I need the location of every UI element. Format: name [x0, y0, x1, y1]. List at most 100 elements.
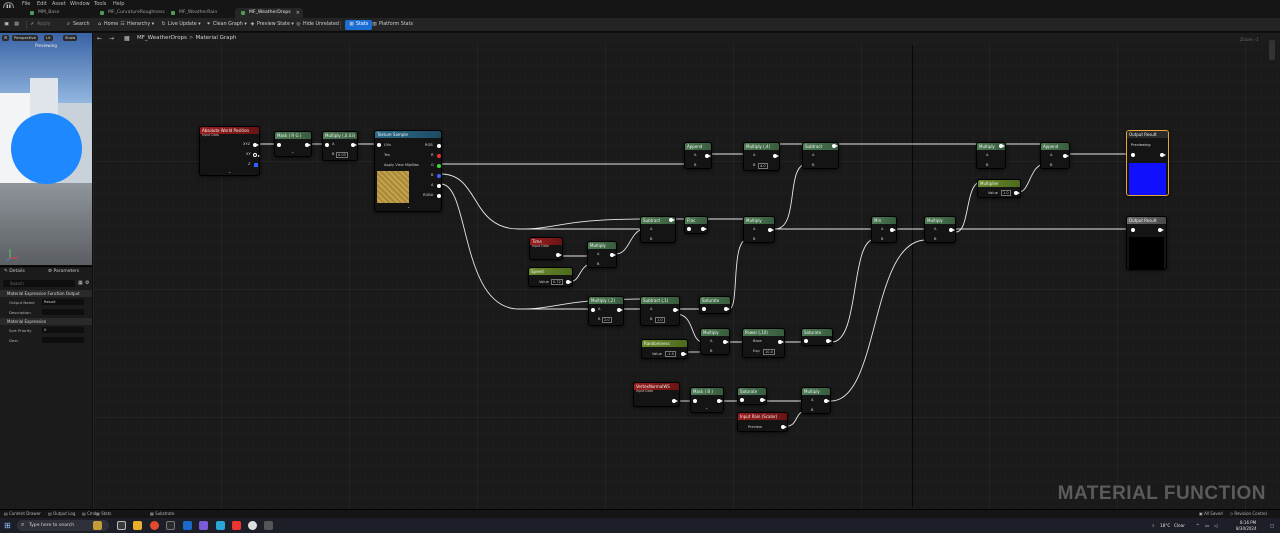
node-input-rain-scalar[interactable]: Input Rain (Scalar) Preview: [737, 412, 788, 432]
expand-chevron-icon[interactable]: ⌄: [228, 169, 232, 174]
grid-view-icon[interactable]: ▦: [78, 280, 83, 286]
node-time[interactable]: Time Input Data: [529, 237, 563, 260]
output-pin[interactable]: [1014, 191, 1020, 195]
browser-icon[interactable]: [150, 521, 159, 530]
app-icon[interactable]: [264, 521, 273, 530]
output-pin[interactable]: [610, 253, 616, 257]
output-pin[interactable]: [681, 352, 687, 356]
input-pin[interactable]: [591, 308, 595, 312]
weather-icon[interactable]: ☾: [1152, 523, 1156, 528]
output-pin[interactable]: [768, 228, 774, 232]
lit-button[interactable]: Lit: [44, 35, 53, 41]
tray-chevron-icon[interactable]: ^: [1196, 523, 1200, 528]
apply-button[interactable]: ✓Apply: [30, 20, 50, 30]
output-pin[interactable]: [1158, 228, 1164, 232]
input-pin[interactable]: [804, 339, 808, 343]
steam-icon[interactable]: [183, 521, 192, 530]
output-pin[interactable]: [705, 154, 711, 158]
output-pin[interactable]: [773, 154, 779, 158]
search-button[interactable]: ⌕Search: [66, 20, 89, 30]
node-mask-b[interactable]: Mask ( B ) ⌄: [690, 387, 724, 413]
hide-unrelated-button[interactable]: ◎Hide Unrelated: [296, 20, 339, 30]
output-pin[interactable]: [437, 164, 441, 168]
cmd-button[interactable]: ▤ Cmd: [82, 511, 96, 516]
input-pin[interactable]: [1131, 153, 1135, 157]
tab-parameters[interactable]: ⚙ Parameters: [48, 268, 79, 276]
content-drawer-button[interactable]: ▤ Content Drawer: [4, 511, 41, 516]
value-field[interactable]: 1.0: [1001, 190, 1011, 196]
node-multiply-t[interactable]: Multiply A B: [587, 241, 617, 268]
output-pin[interactable]: [781, 425, 787, 429]
node-subtract-2[interactable]: Subtract A B: [640, 216, 676, 243]
substrate-tab[interactable]: ▦ Substrate: [150, 511, 174, 516]
output-pin[interactable]: [701, 227, 707, 231]
breadcrumb-root[interactable]: MF_WeatherDrops: [137, 35, 187, 41]
node-multiply-right[interactable]: Multiply A B: [976, 142, 1006, 169]
revision-control-button[interactable]: ◇ Revision Control: [1230, 511, 1267, 516]
b-value-field[interactable]: 1.0: [655, 317, 665, 323]
output-pin[interactable]: [253, 153, 260, 157]
hierarchy-button[interactable]: ☷Hierarchy ▾: [120, 20, 154, 30]
node-saturate-3[interactable]: Saturate: [737, 387, 767, 405]
description-field[interactable]: [42, 309, 84, 315]
b-value-field[interactable]: 0.03: [336, 152, 348, 158]
input-pin[interactable]: [702, 307, 706, 311]
node-param-speed[interactable]: Speed Value 0.72: [528, 267, 573, 287]
input-pin[interactable]: [1131, 228, 1135, 232]
editor-app-icon[interactable]: [216, 521, 225, 530]
app-icon[interactable]: [199, 521, 208, 530]
back-arrow-icon[interactable]: ←: [97, 35, 103, 42]
browse-button[interactable]: ▤: [14, 20, 21, 30]
node-texture-sample[interactable]: Texture Sample UVs Tex Apply View MipBia…: [374, 130, 442, 212]
output-pin[interactable]: [824, 399, 830, 403]
output-pin[interactable]: [717, 399, 723, 403]
save-button[interactable]: ▣: [4, 20, 11, 30]
taskbar-search-input[interactable]: Type here to search: [17, 520, 109, 531]
output-pin[interactable]: [556, 253, 562, 257]
node-multiply-f[interactable]: Multiply A B: [924, 216, 956, 243]
output-pin[interactable]: [566, 280, 572, 284]
output-pin[interactable]: [253, 143, 259, 147]
output-pin[interactable]: [437, 184, 441, 188]
input-pin[interactable]: [277, 143, 281, 147]
show-button[interactable]: Show: [63, 35, 78, 41]
output-pin[interactable]: [778, 340, 784, 344]
menu-window[interactable]: Window: [70, 1, 90, 7]
taskbar-time[interactable]: 8:16 PM: [1240, 520, 1257, 525]
volume-icon[interactable]: ◁: [1214, 523, 1218, 528]
desc-field[interactable]: [42, 337, 84, 343]
taskbar-date[interactable]: 8/30/2024: [1236, 526, 1257, 531]
node-multiply-m[interactable]: Multiply A B: [743, 216, 775, 243]
tab-mm-base[interactable]: MM_Base: [24, 8, 90, 18]
notification-icon[interactable]: ▢: [1270, 523, 1274, 528]
expand-chevron-icon[interactable]: ⌄: [291, 149, 295, 154]
viewport-menu-button[interactable]: ☰: [2, 35, 10, 41]
input-pin[interactable]: [325, 143, 329, 147]
home-button[interactable]: ⌂Home: [97, 20, 118, 30]
weather-temp[interactable]: 18°C: [1160, 523, 1171, 528]
output-pin[interactable]: [832, 144, 838, 148]
preview-viewport[interactable]: ☰ Perspective Lit Show Previewing: [0, 33, 92, 265]
node-min[interactable]: Min A B: [871, 216, 897, 243]
tab-mf-weather-drops[interactable]: MF_WeatherDrops×: [235, 8, 303, 18]
output-pin[interactable]: [890, 228, 896, 232]
task-view-icon[interactable]: [117, 521, 126, 530]
live-update-button[interactable]: ↻Live Update ▾: [161, 20, 200, 30]
settings-gear-icon[interactable]: ⚙: [85, 280, 90, 286]
taskbar-widget-icon[interactable]: [93, 521, 102, 530]
node-multiply-v[interactable]: Multiply A B: [801, 387, 831, 414]
section-function-output[interactable]: Material Expression Function Output: [0, 290, 92, 297]
output-pin[interactable]: [724, 307, 730, 311]
menu-asset[interactable]: Asset: [52, 1, 66, 7]
output-pin[interactable]: [437, 144, 441, 148]
output-pin[interactable]: [723, 340, 729, 344]
tab-mf-curvature-roughness[interactable]: MF_CurvatureRoughness: [94, 8, 165, 18]
sort-priority-field[interactable]: 0: [42, 327, 84, 333]
stats-tab[interactable]: ▦ Stats: [96, 511, 111, 516]
output-pin[interactable]: [1160, 153, 1166, 157]
grid-menu-icon[interactable]: ▦: [124, 35, 130, 42]
output-pin[interactable]: [617, 308, 623, 312]
output-pin[interactable]: [760, 398, 766, 402]
node-append-2[interactable]: Append A B: [1040, 142, 1070, 169]
material-graph-canvas[interactable]: [93, 33, 1280, 509]
